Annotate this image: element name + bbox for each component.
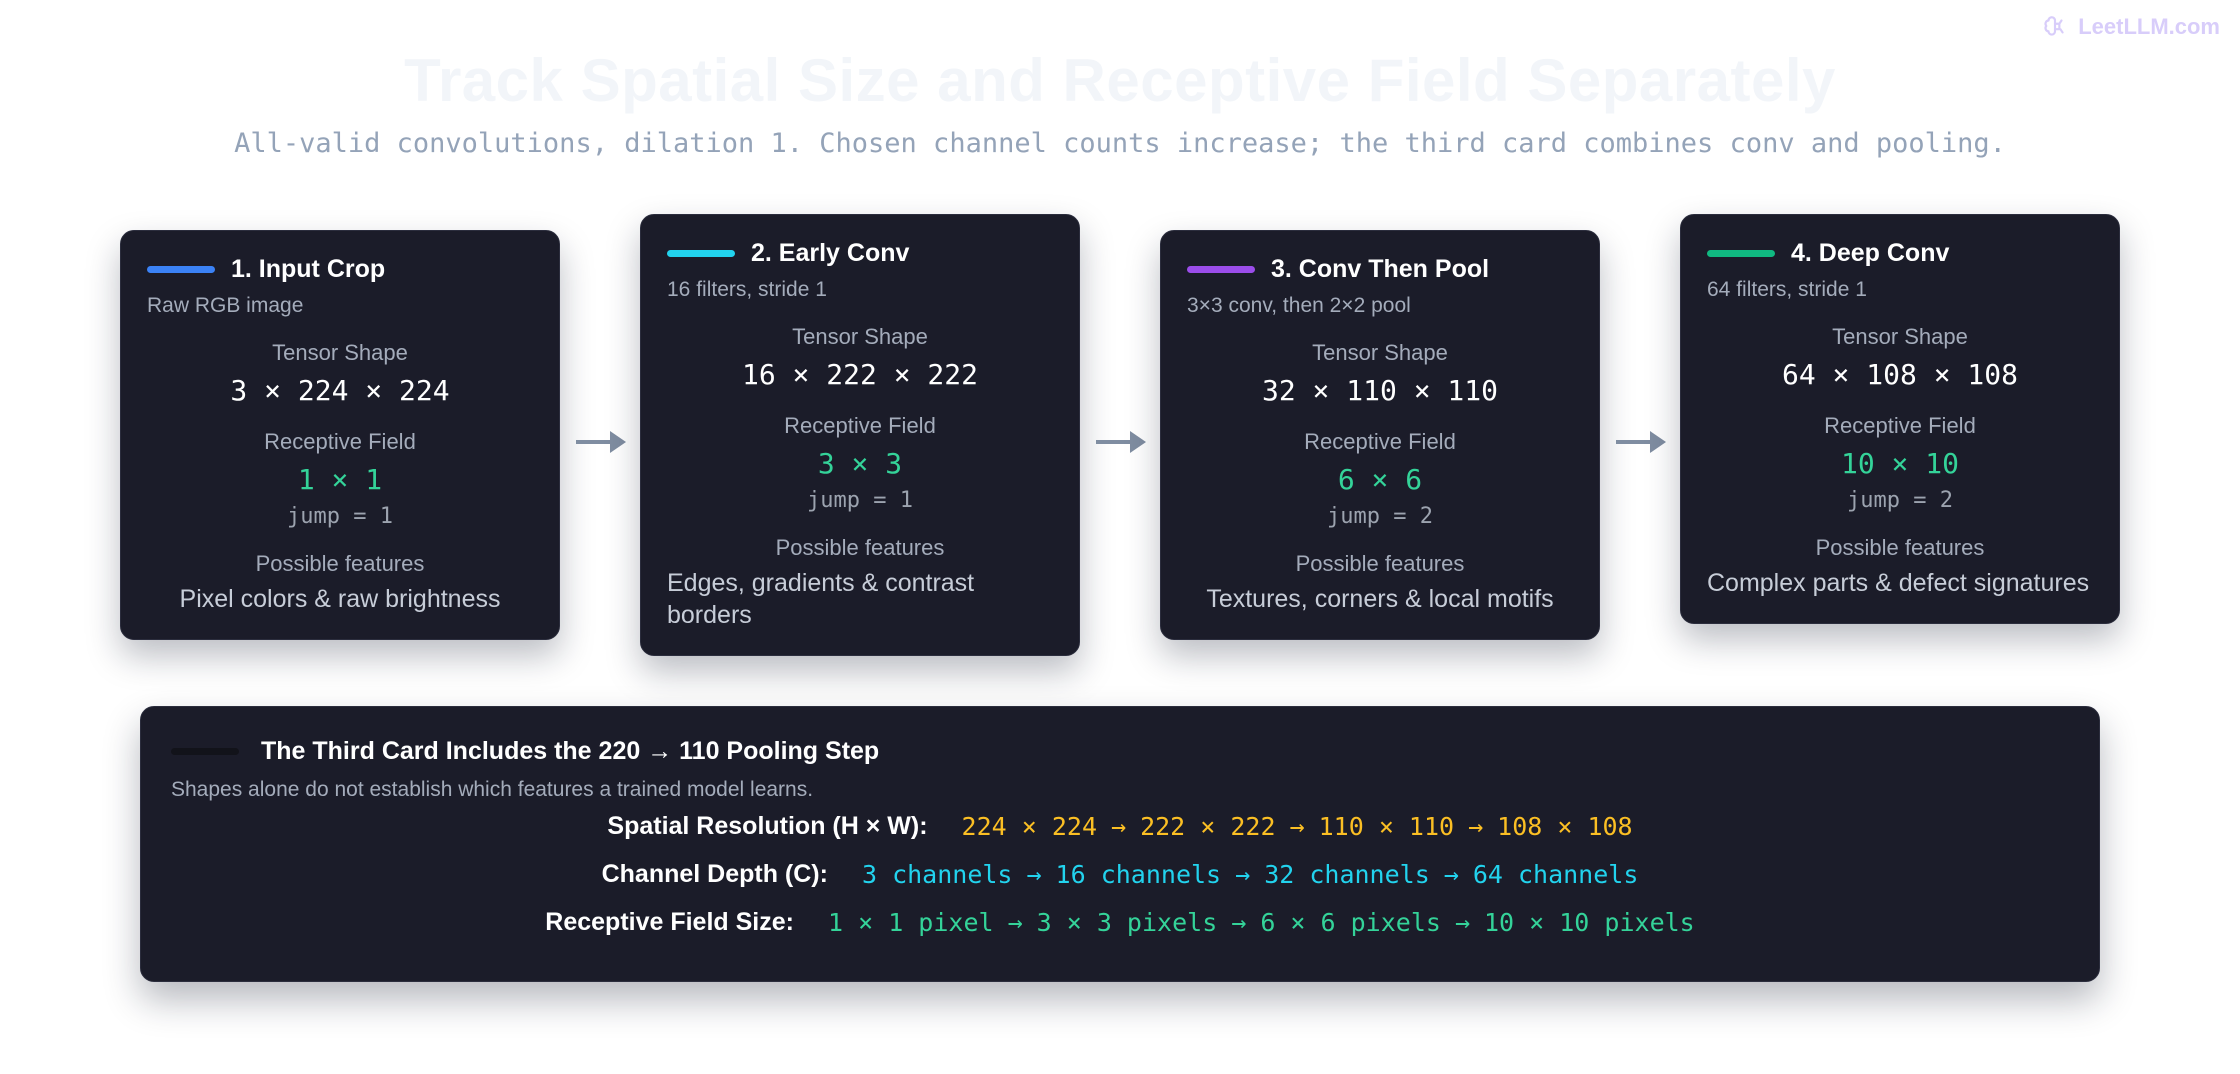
receptive-field-label: Receptive Field — [1304, 429, 1456, 454]
summary-value: 110 × 110 — [1318, 811, 1455, 841]
summary-panel: The Third Card Includes the 220 → 110 Po… — [140, 706, 2100, 982]
tensor-shape-value: 64 × 108 × 108 — [1781, 358, 2018, 391]
receptive-field-value: 3 × 3 — [817, 447, 903, 480]
card-subtitle: Raw RGB image — [147, 294, 304, 317]
summary-row-channels: Channel Depth (C): 3 channels → 16 channel… — [171, 850, 2069, 898]
card-title: 2. Early Conv — [751, 239, 910, 267]
possible-features-value: Pixel colors & raw brightness — [179, 585, 501, 613]
arrow-right-icon: → — [1468, 811, 1484, 841]
flow-arrow-icon — [1616, 431, 1666, 453]
tensor-shape-value: 32 × 110 × 110 — [1261, 374, 1498, 407]
possible-features-value: Edges, gradients & contrast borders — [667, 569, 975, 629]
card-subtitle: 16 filters, stride 1 — [667, 278, 827, 301]
possible-features-value: Textures, corners & local motifs — [1206, 585, 1554, 613]
stage-card-conv-then-pool: 3. Conv Then Pool 3×3 conv, then 2×2 poo… — [1160, 230, 1600, 640]
page-subtitle: All-valid convolutions, dilation 1. Chos… — [234, 128, 2006, 159]
stage-card-deep-conv: 4. Deep Conv 64 filters, stride 1 Tensor… — [1680, 214, 2120, 624]
possible-features-label: Possible features — [1815, 535, 1985, 560]
tensor-shape-label: Tensor Shape — [792, 324, 928, 349]
summary-subtitle: Shapes alone do not establish which feat… — [171, 778, 814, 801]
possible-features-label: Possible features — [1295, 551, 1465, 576]
summary-value: 10 × 10 pixels — [1484, 907, 1695, 937]
summary-value: 3 × 3 pixels — [1036, 907, 1218, 937]
card-title: 3. Conv Then Pool — [1271, 255, 1490, 283]
card-accent-bar — [667, 250, 735, 257]
flow-arrow-icon — [1096, 431, 1146, 453]
tensor-shape-label: Tensor Shape — [1832, 324, 1968, 349]
receptive-field-label: Receptive Field — [264, 429, 416, 454]
summary-row-receptive-field: Receptive Field Size: 1 × 1 pixel → 3 × 3 … — [171, 898, 2069, 946]
receptive-field-label: Receptive Field — [1824, 413, 1976, 438]
arrow-right-icon: → — [1289, 811, 1305, 841]
summary-row-values: 3 channels → 16 channels → 32 channels → 64 ch… — [862, 860, 1638, 889]
brain-icon — [2044, 16, 2064, 36]
arrow-right-icon: → — [1235, 859, 1251, 889]
jump-value: jump = 2 — [1327, 504, 1433, 529]
summary-title: The Third Card Includes the 220 → 110 Po… — [261, 737, 880, 765]
brand-logo: LeetLLM.com — [2042, 14, 2220, 40]
stage-card-early-conv: 2. Early Conv 16 filters, stride 1 Tenso… — [640, 214, 1080, 656]
summary-value: 3 channels — [861, 859, 1013, 889]
summary-value: 108 × 108 — [1497, 811, 1633, 841]
arrow-right-icon: → — [1111, 811, 1127, 841]
summary-value: 222 × 222 — [1140, 811, 1276, 841]
card-title: 4. Deep Conv — [1791, 239, 1950, 267]
arrow-right-icon: → — [1007, 907, 1023, 937]
summary-accent-bar — [171, 748, 239, 755]
possible-features-label: Possible features — [255, 551, 425, 576]
receptive-field-value: 6 × 6 — [1337, 463, 1423, 496]
card-accent-bar — [147, 266, 215, 273]
card-accent-bar — [1187, 266, 1255, 273]
receptive-field-value: 1 × 1 — [297, 463, 383, 496]
summary-row-spatial: Spatial Resolution (H × W): 224 × 224→22… — [171, 802, 2069, 850]
summary-row-label: Receptive Field Size: — [545, 907, 794, 936]
jump-value: jump = 2 — [1847, 488, 1953, 513]
possible-features-label: Possible features — [775, 535, 945, 560]
tensor-shape-label: Tensor Shape — [1312, 340, 1448, 365]
summary-value: 224 × 224 — [961, 811, 1098, 841]
summary-row-label: Channel Depth (C): — [601, 859, 828, 888]
jump-value: jump = 1 — [287, 504, 393, 529]
card-title: 1. Input Crop — [231, 255, 386, 283]
summary-value: 6 × 6 pixels — [1260, 907, 1441, 937]
tensor-shape-label: Tensor Shape — [272, 340, 408, 365]
summary-row-label: Spatial Resolution (H × W): — [607, 811, 928, 840]
summary-value: 32 channels — [1264, 859, 1430, 889]
brand-name: LeetLLM.com — [2078, 14, 2220, 39]
summary-value: 16 channels — [1055, 859, 1222, 889]
summary-value: 64 channels — [1472, 859, 1639, 889]
summary-row-values: 224 × 224 → 222 × 222 → 110 × 110 → 108 × 108 — [962, 812, 1633, 841]
receptive-field-label: Receptive Field — [784, 413, 936, 438]
arrow-right-icon: → — [1443, 859, 1459, 889]
tensor-shape-value: 3 × 224 × 224 — [230, 374, 450, 407]
card-subtitle: 64 filters, stride 1 — [1707, 278, 1867, 301]
summary-row-values: 1 × 1 pixel → 3 × 3 pixels → 6 × 6 pixels → 10… — [828, 908, 1695, 937]
stage-card-input-crop: 1. Input Crop Raw RGB image Tensor Shape… — [120, 230, 560, 640]
card-subtitle: 3×3 conv, then 2×2 pool — [1187, 294, 1411, 317]
tensor-shape-value: 16 × 222 × 222 — [741, 358, 978, 391]
flow-arrow-icon — [576, 431, 626, 453]
possible-features-value: Complex parts & defect signatures — [1707, 569, 2090, 597]
arrow-right-icon: → — [1231, 907, 1247, 937]
page-title: Track Spatial Size and Receptive Field S… — [404, 47, 1836, 114]
card-accent-bar — [1707, 250, 1775, 257]
arrow-right-icon: → — [1454, 907, 1470, 937]
receptive-field-value: 10 × 10 — [1840, 447, 1959, 480]
summary-value: 1 × 1 pixel — [827, 907, 994, 937]
arrow-right-icon: → — [1026, 859, 1042, 889]
jump-value: jump = 1 — [807, 488, 913, 513]
